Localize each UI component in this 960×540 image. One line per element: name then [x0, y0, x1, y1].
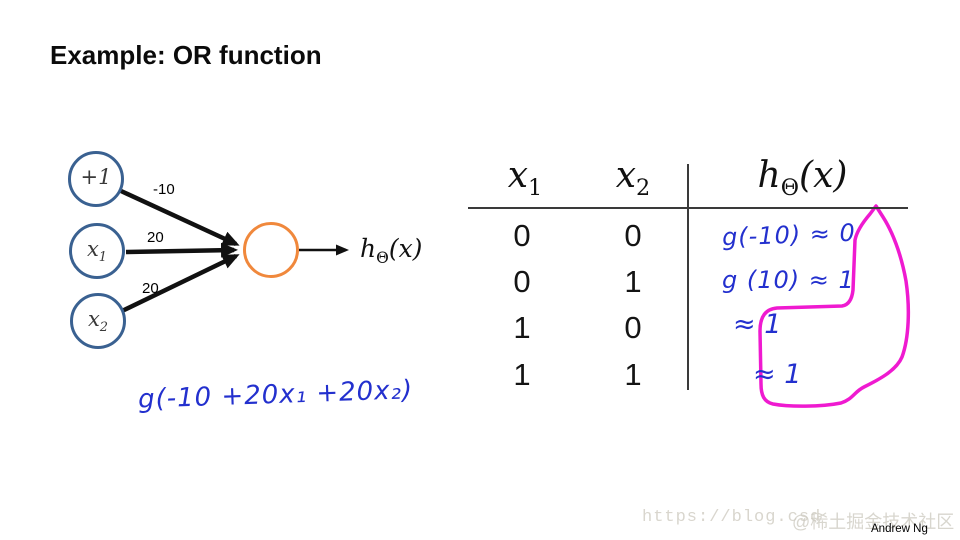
node-x1: x1 — [69, 223, 125, 279]
node-x1-label: x1 — [86, 236, 108, 266]
table-cell: 0 — [513, 264, 531, 299]
annotation-row-2: g (10) ≈ 1 — [722, 266, 855, 294]
weight-label-x2: 20 — [142, 280, 159, 297]
node-x2-label: x2 — [87, 306, 109, 336]
handwritten-formula: g(-10 +20x₁ +20x₂) — [137, 375, 414, 415]
node-bias-label: +1 — [80, 164, 112, 189]
table-cell: 1 — [624, 357, 642, 392]
watermark-community: @稀土掘金技术社区 — [792, 512, 955, 532]
watermark-url: https://blog.csd — [642, 508, 822, 527]
edge-x2-to-output — [121, 253, 240, 314]
weight-label-bias: -10 — [153, 181, 175, 198]
table-cell: 0 — [624, 310, 642, 345]
annotation-row-4: ≈ 1 — [753, 359, 802, 390]
output-label: hΘ(x) — [360, 234, 423, 267]
author-credit: Andrew Ng — [871, 523, 928, 535]
table-cell: 1 — [624, 264, 642, 299]
annotation-row-3: ≈ 1 — [733, 309, 782, 340]
annotation-row-1: g(-10) ≈ 0 — [721, 218, 857, 252]
table-cell: 1 — [513, 357, 531, 392]
table-header-x2: x2 — [615, 155, 651, 202]
table-cell: 0 — [513, 218, 531, 253]
node-x2: x2 — [70, 293, 126, 349]
table-cell: 0 — [624, 218, 642, 253]
table-header-x1: x1 — [507, 155, 543, 202]
table-vertical-rule — [687, 164, 689, 390]
table-header-h: hΘ(x) — [757, 155, 848, 202]
edge-bias-to-output — [120, 188, 240, 247]
edge-x1-to-output — [125, 242, 238, 258]
weight-label-x1: 20 — [147, 229, 164, 246]
table-cell: 1 — [513, 310, 531, 345]
slide-title: Example: OR function — [50, 40, 322, 70]
node-output — [243, 222, 299, 278]
node-bias: +1 — [68, 151, 124, 207]
